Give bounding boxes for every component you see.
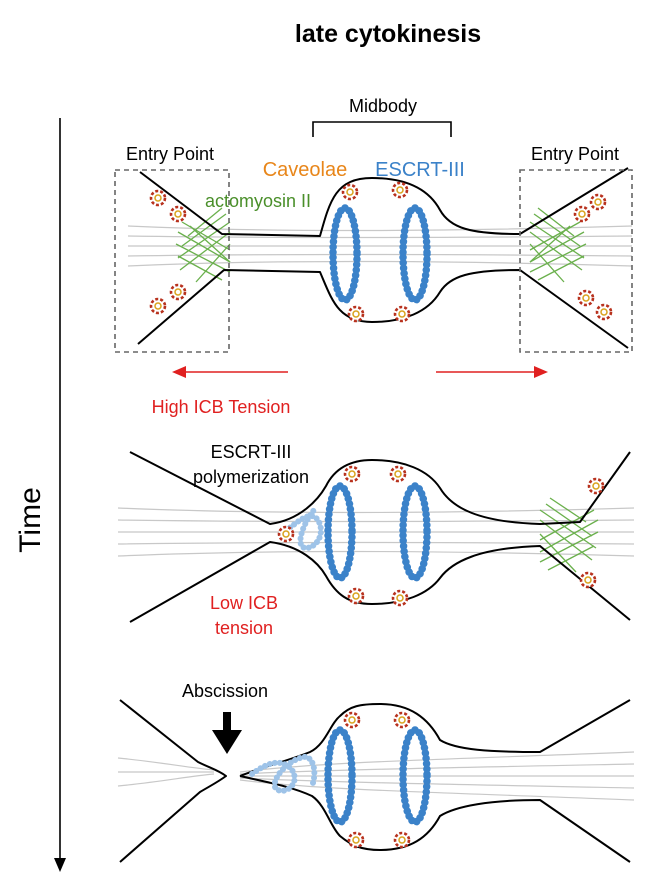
caveola-icon	[347, 831, 365, 849]
caveolae-group	[277, 465, 605, 607]
caveolae-label: Caveolae	[263, 159, 348, 181]
cell-membrane-left-fragment	[119, 699, 227, 863]
caveola-icon	[595, 303, 613, 321]
escrt-polymerization-label-line1: ESCRT-III	[211, 442, 292, 462]
caveola-icon	[343, 711, 361, 729]
abscission-label: Abscission	[182, 681, 268, 701]
caveola-icon	[347, 305, 365, 323]
escrt-polymerization-label-line2: polymerization	[193, 467, 309, 487]
diagram-title: late cytokinesis	[295, 20, 481, 48]
stage-2-low-tension: ESCRT-III polymerization Low ICB tension	[117, 442, 635, 638]
caveola-icon	[391, 589, 409, 607]
caveola-icon	[577, 289, 595, 307]
entry-point-label-right: Entry Point	[531, 144, 619, 164]
caveola-icon	[149, 297, 167, 315]
cell-membrane-top	[139, 167, 629, 237]
caveola-icon	[393, 711, 411, 729]
escrt-ring-left	[329, 204, 361, 304]
caveola-icon	[589, 193, 607, 211]
entry-point-box-left	[114, 169, 230, 353]
actomyosin-label: actomyosin II	[205, 191, 311, 211]
escrt-spiral	[249, 753, 318, 794]
caveola-icon	[393, 305, 411, 323]
cell-membrane-top	[239, 699, 631, 777]
escrt-ring-left	[324, 482, 356, 582]
stage-3-abscission: Abscission	[117, 681, 635, 863]
entry-point-box-right	[519, 169, 633, 353]
caveola-icon	[169, 283, 187, 301]
escrt-ring-right	[399, 482, 431, 582]
escrt-ring-left	[324, 726, 356, 826]
caveola-icon	[391, 181, 409, 199]
low-tension-label-line2: tension	[215, 618, 273, 638]
caveola-icon	[573, 205, 591, 223]
low-tension-label-line1: Low ICB	[210, 593, 278, 613]
caveola-icon	[169, 205, 187, 223]
caveola-icon	[341, 183, 359, 201]
caveola-icon	[343, 465, 361, 483]
caveola-icon	[149, 189, 167, 207]
caveola-icon	[389, 465, 407, 483]
escrt-label: ESCRT-III	[375, 159, 465, 181]
caveola-icon	[587, 477, 605, 495]
tension-arrow-right	[436, 366, 548, 378]
caveola-icon	[347, 587, 365, 605]
midbody-label: Midbody	[349, 96, 417, 116]
high-tension-label: High ICB Tension	[152, 397, 291, 417]
stage-1-high-tension: Midbody Entry Point Entry Point Caveolae…	[114, 96, 633, 417]
actomyosin-left	[175, 207, 231, 283]
midbody-bracket	[312, 121, 452, 137]
actomyosin-right	[529, 207, 587, 283]
cell-membrane-bottom	[239, 775, 631, 863]
arrow-down-icon	[212, 712, 242, 754]
escrt-ring-right	[399, 204, 431, 304]
cell-membrane-top	[129, 451, 631, 525]
time-label: Time	[14, 487, 47, 553]
time-axis	[54, 118, 66, 872]
actomyosin-right	[539, 497, 599, 573]
caveola-icon	[579, 571, 597, 589]
caveolae-group	[149, 181, 613, 323]
escrt-ring-right	[399, 726, 431, 826]
caveolae-group	[343, 711, 411, 849]
cell-membrane-bottom	[129, 541, 631, 623]
cell-membrane-bottom	[137, 269, 629, 349]
tension-arrow-left	[172, 366, 288, 378]
caveola-icon	[277, 525, 295, 543]
escrt-spiral	[279, 507, 324, 552]
microtubule-bundle	[127, 225, 633, 267]
caveola-icon	[393, 831, 411, 849]
entry-point-label-left: Entry Point	[126, 144, 214, 164]
